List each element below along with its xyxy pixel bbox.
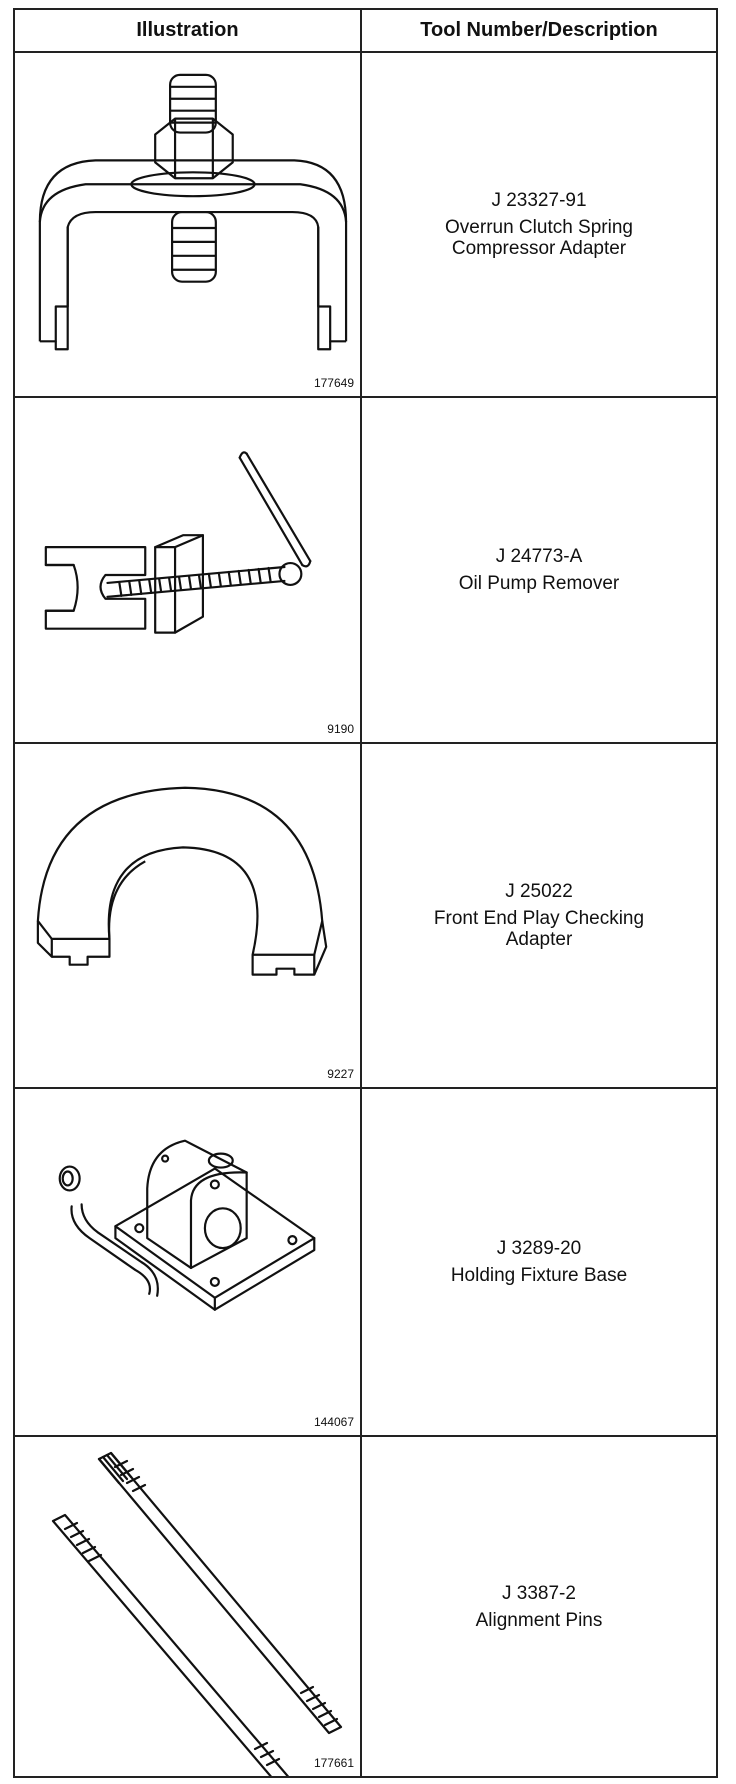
tool-number: J 3387-2	[502, 1582, 576, 1604]
holding-fixture-illustration	[58, 1139, 316, 1311]
description-cell: J 3387-2 Alignment Pins	[362, 1437, 716, 1776]
description-cell: J 23327-91 Overrun Clutch Spring Compres…	[362, 53, 716, 396]
tool-row: 177661 J 3387-2 Alignment Pins	[15, 1437, 716, 1776]
tool-row: 177649 J 23327-91 Overrun Clutch Spring …	[15, 53, 716, 398]
illustration-cell: 177649	[15, 53, 360, 396]
tool-row: 9227 J 25022 Front End Play Checking Ada…	[15, 744, 716, 1089]
figure-number: 144067	[313, 1415, 354, 1429]
tools-table: Illustration Tool Number/Description	[13, 8, 718, 1778]
illustration-cell: 9227	[15, 744, 360, 1087]
description-cell: J 24773-A Oil Pump Remover	[362, 398, 716, 742]
tool-description: Front End Play Checking Adapter	[433, 908, 645, 950]
tool-row: 9190 J 24773-A Oil Pump Remover	[15, 398, 716, 744]
tool-number: J 24773-A	[495, 546, 583, 567]
tool-number: J 3289-20	[496, 1238, 582, 1259]
tool-number: J 23327-91	[491, 190, 587, 211]
oil-pump-remover-illustration	[44, 451, 312, 634]
header-row: Illustration Tool Number/Description	[15, 10, 716, 53]
header-illustration: Illustration	[136, 19, 239, 41]
figure-number: 9227	[327, 1067, 354, 1081]
tool-row: 144067 J 3289-20 Holding Fixture Base	[15, 1089, 716, 1437]
illustration-cell: 144067	[15, 1089, 360, 1435]
illustration-cell: 177661	[15, 1437, 360, 1776]
description-cell: J 3289-20 Holding Fixture Base	[362, 1089, 716, 1435]
alignment-pins-illustration	[51, 1451, 343, 1776]
illustration-cell: 9190	[15, 398, 360, 742]
tool-description: Oil Pump Remover	[458, 573, 620, 594]
tool-number: J 25022	[505, 881, 573, 902]
end-play-adapter-illustration	[36, 786, 328, 976]
figure-number: 177661	[313, 1756, 354, 1770]
description-cell: J 25022 Front End Play Checking Adapter	[362, 744, 716, 1087]
tool-description: Alignment Pins	[475, 1609, 603, 1631]
tool-description: Holding Fixture Base	[450, 1265, 628, 1286]
header-tool-number: Tool Number/Description	[420, 19, 658, 41]
figure-number: 9190	[327, 722, 354, 736]
column-divider	[360, 10, 362, 1776]
tool-description: Overrun Clutch Spring Compressor Adapter	[445, 217, 633, 259]
figure-number: 177649	[313, 376, 354, 390]
compressor-adapter-illustration	[38, 73, 348, 351]
